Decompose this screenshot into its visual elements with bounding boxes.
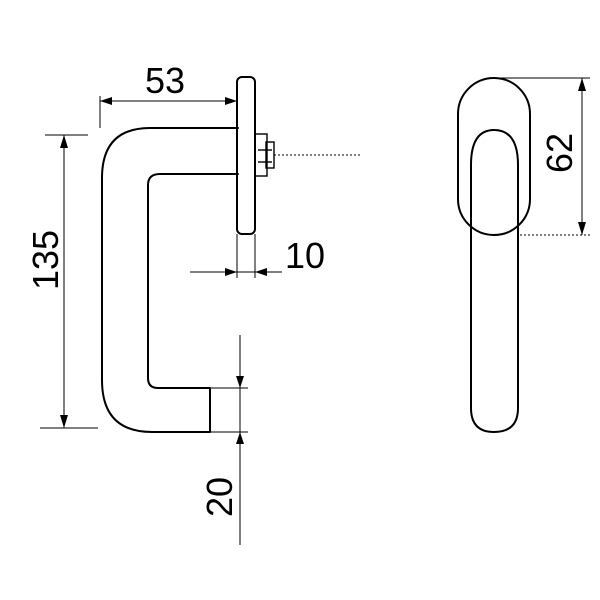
dimension-label-135: 135 xyxy=(25,230,66,290)
front-view xyxy=(457,77,531,433)
arrowhead xyxy=(60,415,68,428)
dimension-rosette-thickness: 10 xyxy=(190,234,325,278)
dimension-label-10: 10 xyxy=(285,235,325,276)
arrowhead xyxy=(236,376,244,388)
arrowhead xyxy=(578,78,586,91)
arrowhead xyxy=(236,432,244,444)
dimension-label-53: 53 xyxy=(145,60,185,101)
side-view xyxy=(101,76,360,433)
lever-front-outline xyxy=(470,129,519,433)
rosette-plate xyxy=(236,76,256,235)
dimension-label-20: 20 xyxy=(199,477,240,517)
dimension-label-62: 62 xyxy=(539,133,580,173)
arrowhead xyxy=(225,97,237,105)
handle-body-outline xyxy=(101,127,239,433)
arrowhead xyxy=(225,268,237,276)
rosette-front-outline xyxy=(457,77,531,236)
dimension-height-total: 135 xyxy=(25,134,98,429)
dimension-width-top: 53 xyxy=(99,60,237,128)
spindle-block xyxy=(254,133,268,177)
arrowhead xyxy=(255,268,267,276)
arrowhead xyxy=(578,222,586,235)
dimension-rosette-height: 62 xyxy=(494,77,590,236)
arrowhead xyxy=(60,135,68,148)
dimension-grip-end: 20 xyxy=(199,335,248,545)
arrowhead xyxy=(100,97,112,105)
